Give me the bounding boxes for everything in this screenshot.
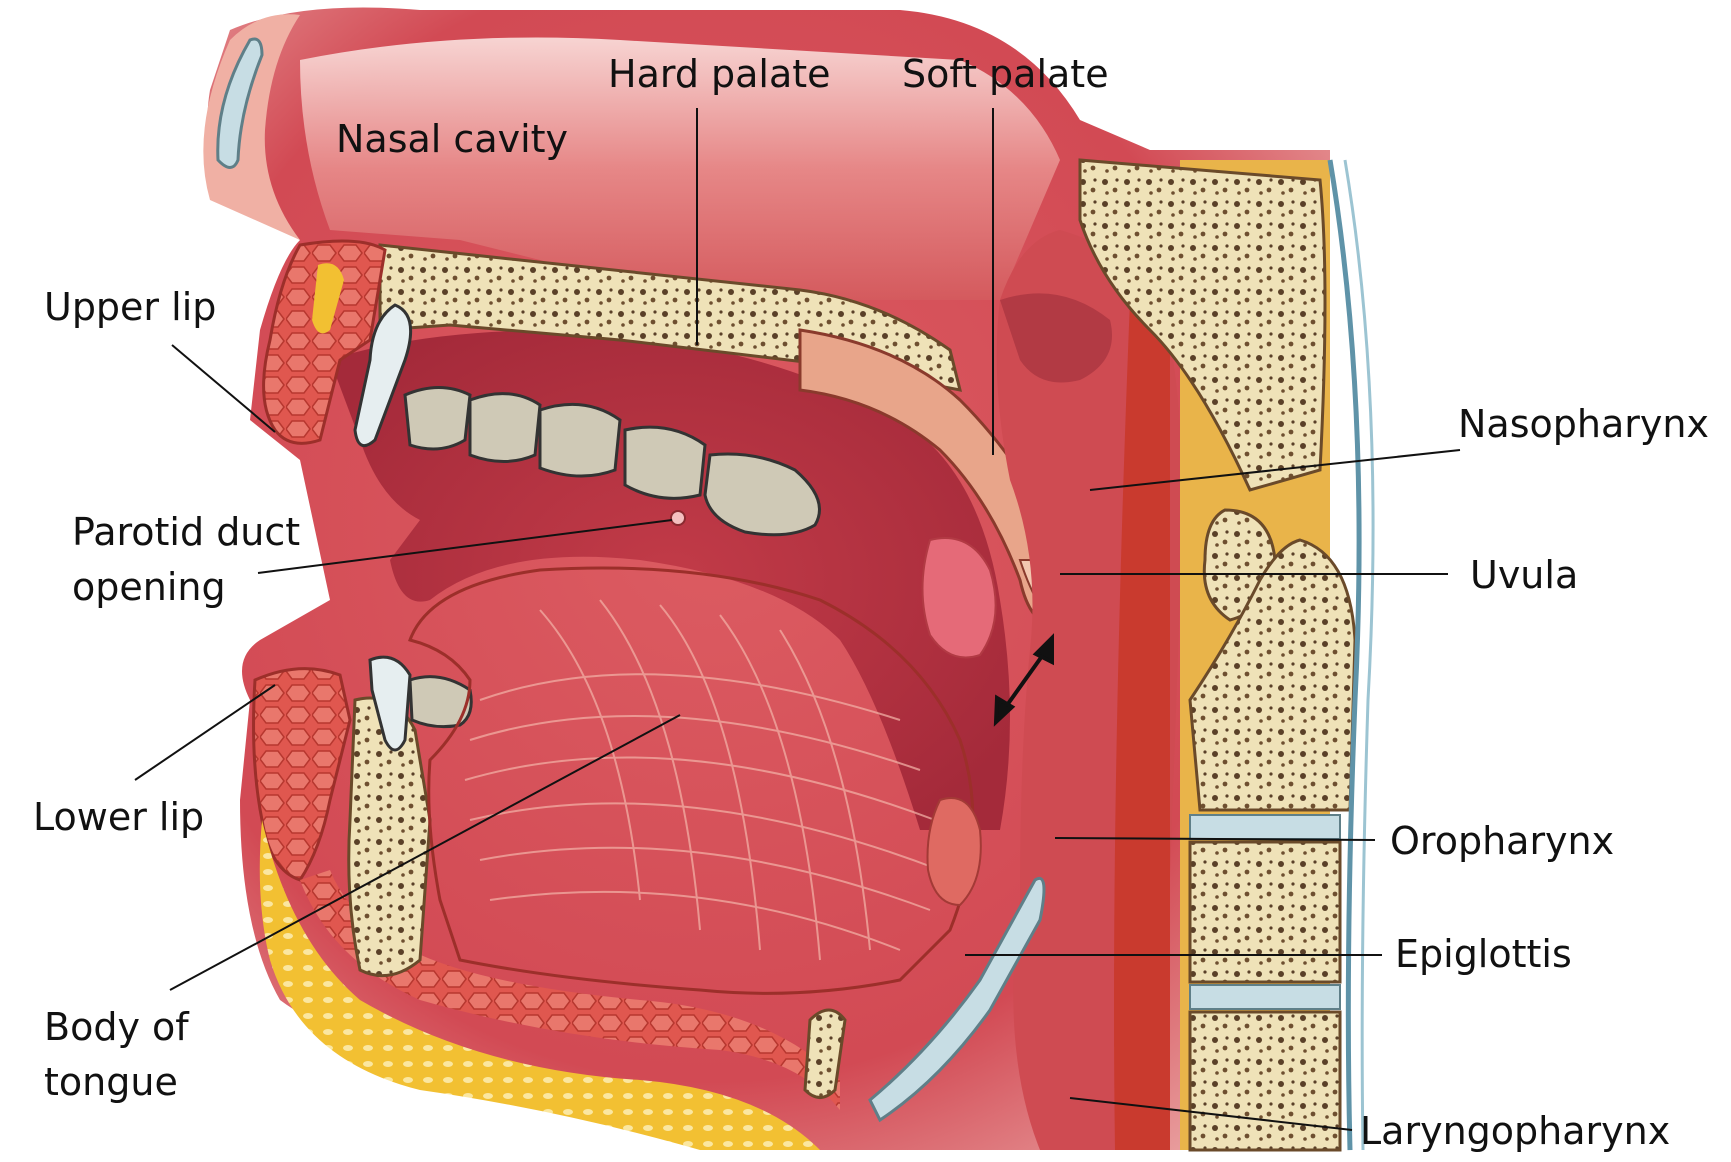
ligament-line: [1343, 159, 1375, 1151]
tongue-muscle-fibers: [464, 599, 941, 961]
adenoid: [1000, 293, 1112, 383]
label-epiglottis: Epiglottis: [1395, 932, 1572, 976]
intervertebral-disc: [1189, 984, 1341, 1010]
label-uvula: Uvula: [1470, 553, 1579, 597]
hyoid-bone: [803, 1008, 847, 1099]
upper-tooth: [538, 402, 622, 478]
leader-parotid-duct: [257, 519, 673, 574]
vertebra-c3: [1188, 840, 1342, 984]
parotid-duct-dot: [670, 510, 686, 526]
upper-tooth: [468, 392, 542, 463]
double-arrow: [993, 633, 1054, 727]
label-nasopharynx: Nasopharynx: [1458, 402, 1709, 446]
upper-tooth: [623, 425, 707, 500]
label-soft-palate: Soft palate: [902, 52, 1109, 96]
label-body-of-tongue-line2: tongue: [44, 1060, 178, 1105]
label-body-of-tongue: Body of tongue: [44, 1000, 189, 1110]
ligament-line: [1327, 159, 1362, 1151]
nasal-cartilage: [216, 37, 264, 169]
nasal-cavity-region: [300, 37, 1060, 300]
label-laryngopharynx: Laryngopharynx: [1360, 1109, 1671, 1153]
chin-muscle: [300, 870, 840, 1110]
lingual-tonsil: [926, 797, 982, 907]
lower-incisor: [368, 655, 412, 752]
leader-laryngopharynx: [1069, 1097, 1353, 1131]
leader-nasopharynx: [1089, 449, 1461, 491]
tongue: [408, 566, 975, 995]
label-parotid-duct-line1: Parotid duct: [72, 510, 301, 554]
leader-oropharynx: [1054, 837, 1376, 841]
label-nasal-cavity: Nasal cavity: [336, 117, 569, 161]
chin-fat: [259, 820, 821, 1150]
label-parotid-duct-opening: Parotid duct opening: [72, 505, 300, 615]
label-parotid-duct-line2: opening: [72, 565, 226, 610]
label-body-of-tongue-line1: Body of: [44, 1005, 189, 1049]
lower-tooth: [408, 675, 473, 729]
upper-incisor: [353, 303, 413, 448]
label-upper-lip: Upper lip: [44, 285, 217, 329]
intervertebral-disc: [1189, 814, 1341, 840]
leader-lines: [134, 108, 1461, 1131]
epiglottis-cartilage: [868, 876, 1046, 1123]
prevertebral-muscle: [1114, 300, 1170, 1150]
upper-tooth: [403, 386, 472, 451]
label-oropharynx: Oropharynx: [1390, 819, 1615, 863]
leader-body-of-tongue: [169, 714, 681, 991]
nose-skin: [203, 14, 300, 241]
upper-lip-fat: [312, 263, 344, 334]
palatine-tonsil: [921, 537, 997, 659]
upper-lip: [262, 239, 387, 445]
occipital-bone: [1078, 158, 1327, 492]
upper-teeth: [353, 303, 821, 537]
vertebra-c4: [1188, 1010, 1342, 1152]
axis: [1188, 538, 1357, 812]
upper-tooth: [703, 452, 821, 537]
label-lower-lip: Lower lip: [33, 795, 205, 839]
lower-lip: [252, 667, 352, 882]
leader-lower-lip: [134, 684, 276, 781]
leader-upper-lip: [171, 344, 276, 433]
label-hard-palate: Hard palate: [608, 52, 831, 96]
